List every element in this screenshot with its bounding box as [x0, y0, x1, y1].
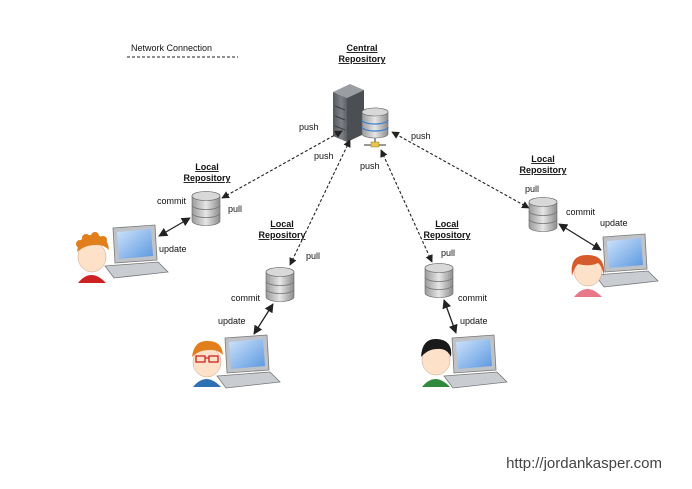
repo2-title-line2: Repository — [258, 230, 305, 240]
repo4-commit-arrow — [558, 223, 602, 251]
database-icon — [424, 263, 454, 298]
connection-repo-3 — [380, 149, 433, 263]
repo4-title-line2: Repository — [519, 165, 566, 175]
database-icon — [528, 197, 558, 232]
repo1-commit-arrow — [158, 217, 191, 237]
repo4-commit-label: commit — [566, 207, 595, 217]
central-repository-title: Central Repository — [338, 43, 385, 64]
database-icon — [191, 191, 221, 226]
legend-label: Network Connection — [131, 43, 212, 53]
repo2-pull-label: pull — [306, 251, 320, 261]
repo2-commit-label: commit — [231, 293, 260, 303]
connection-repo-4 — [391, 131, 530, 209]
repo3-commit-arrow — [442, 299, 458, 334]
repo4-pull-label: pull — [525, 184, 539, 194]
push-label-1: push — [299, 122, 319, 132]
server-icon — [333, 84, 364, 142]
legend: Network Connection — [127, 43, 238, 58]
developer-avatar-icon — [571, 254, 605, 297]
credit-url: http://jordankasper.com — [506, 455, 662, 472]
repo1-commit-label: commit — [157, 196, 186, 206]
push-label-4: push — [411, 131, 431, 141]
developer-avatar-icon — [192, 340, 223, 387]
developer-avatar-icon — [421, 338, 452, 387]
repo1-title-line2: Repository — [183, 173, 230, 183]
local-repository-2: Local Repository pull commit update — [192, 219, 320, 389]
repo3-title-line2: Repository — [423, 230, 470, 240]
laptop-icon — [216, 334, 281, 389]
repo2-update-label: update — [218, 316, 246, 326]
repo3-update-label: update — [460, 316, 488, 326]
central-push-labels: push push push push — [299, 122, 431, 171]
database-icon — [265, 267, 295, 302]
local-repository-3: Local Repository pull commit update — [421, 219, 508, 389]
repo3-pull-label: pull — [441, 248, 455, 258]
repo4-title-line1: Local — [531, 154, 555, 164]
network-connections — [221, 130, 530, 266]
local-repository-1: Local Repository commit pull update — [76, 162, 242, 283]
laptop-icon — [104, 224, 169, 279]
connection-repo-1 — [221, 130, 343, 199]
push-label-3: push — [360, 161, 380, 171]
laptop-icon — [443, 334, 508, 389]
repo4-update-label: update — [600, 218, 628, 228]
central-title-line2: Repository — [338, 54, 385, 64]
repo2-title-line1: Local — [270, 219, 294, 229]
repo1-title-line1: Local — [195, 162, 219, 172]
repo1-pull-label: pull — [228, 204, 242, 214]
repo3-commit-label: commit — [458, 293, 487, 303]
local-repository-4: Local Repository pull commit update — [519, 154, 659, 297]
connection-repo-2 — [289, 139, 351, 266]
laptop-icon — [594, 233, 659, 288]
repo1-update-label: update — [159, 244, 187, 254]
central-title-line1: Central — [346, 43, 377, 53]
central-database-icon — [361, 107, 389, 148]
push-label-2: push — [314, 151, 334, 161]
developer-avatar-icon — [76, 232, 109, 283]
repo3-title-line1: Local — [435, 219, 459, 229]
repo2-commit-arrow — [253, 303, 274, 335]
